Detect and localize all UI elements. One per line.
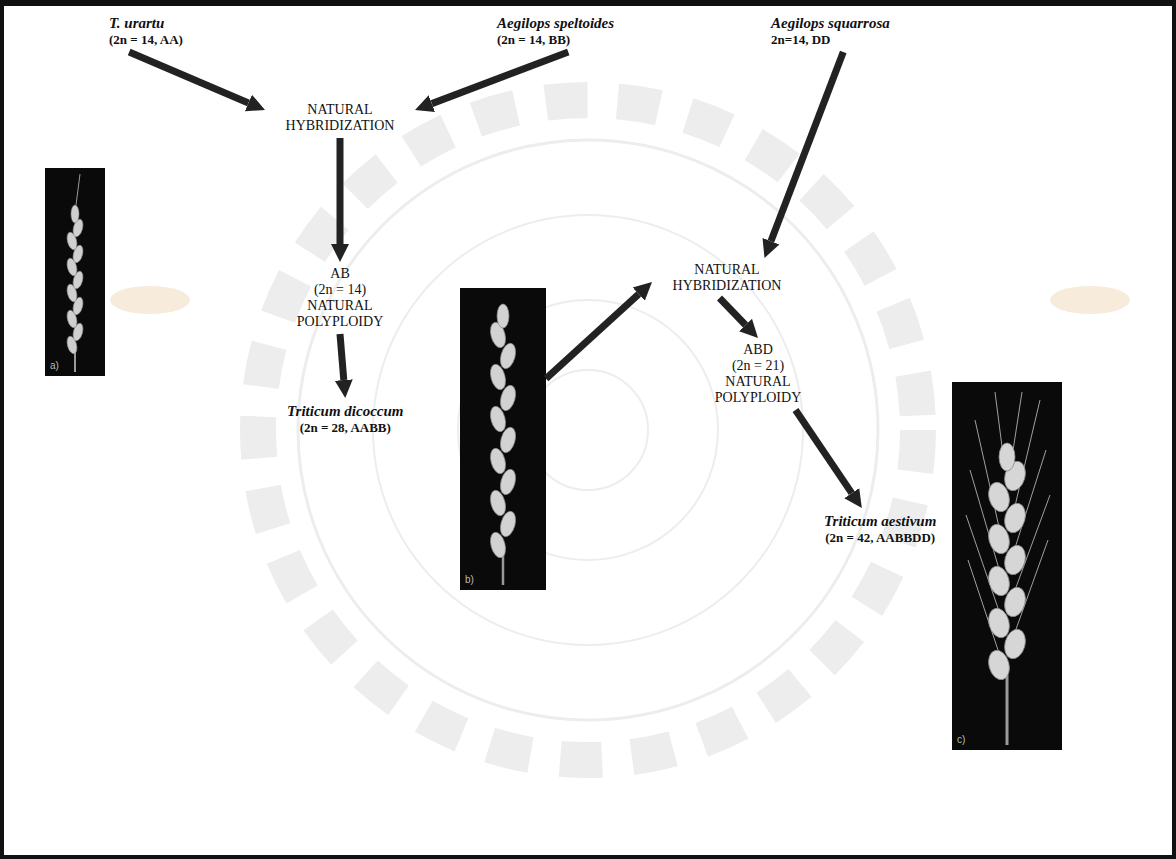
node-heading: b) [465,574,474,586]
watermark-blob [110,286,190,314]
wheat-spike-photo [952,382,1062,750]
process-label: NATURAL HYBRIDIZATION [265,98,415,138]
arrow-connector [129,52,248,103]
species-label: Triticum dicoccum(2n = 28, AABB) [282,398,409,440]
node-heading: c) [957,734,965,746]
arrow-connector [796,410,852,493]
node-heading: ABD [688,342,828,358]
node-text: (2n = 42, AABBDD) [824,530,936,546]
node-text: (2n = 14, AA) [109,32,183,48]
node-heading: Triticum dicoccum [287,402,404,420]
arrow-connector [340,334,344,380]
wheat-spike-photo [460,288,546,590]
node-text: (2n = 21) [688,358,828,374]
species-label: T. urartu(2n = 14, AA) [104,10,188,52]
process-label: NATURAL HYBRIDIZATION [652,258,802,298]
process-label: ABD(2n = 21)NATURAL POLYPLOIDY [683,338,833,410]
arrow-connector [432,52,568,104]
node-heading: NATURAL HYBRIDIZATION [657,262,797,294]
node-text: (2n = 14, BB) [497,32,614,48]
node-heading: Triticum aestivum [824,512,936,530]
arrow-connector [720,298,746,325]
process-label: AB(2n = 14)NATURAL POLYPLOIDY [265,262,415,334]
node-heading: NATURAL HYBRIDIZATION [270,102,410,134]
species-label: Aegilops squarrosa2n=14, DD [766,10,895,52]
photo-panel: a) [45,168,105,376]
node-text: (2n = 28, AABB) [287,420,404,436]
node-heading: Aegilops speltoides [497,14,614,32]
node-text: NATURAL POLYPLOIDY [688,374,828,406]
arrow-connector [546,294,639,378]
node-text: NATURAL POLYPLOIDY [270,298,410,330]
node-text: 2n=14, DD [771,32,890,48]
watermark-blob [1050,286,1130,314]
wheat-spike-photo [45,168,105,376]
species-label: Triticum aestivum(2n = 42, AABBDD) [819,508,941,550]
node-heading: T. urartu [109,14,183,32]
species-label: Aegilops speltoides(2n = 14, BB) [492,10,619,52]
photo-panel: b) [460,288,546,590]
arrow-connector [771,52,843,241]
arrow-connector [337,138,344,244]
node-text: (2n = 14) [270,282,410,298]
watermark-seal [258,100,918,760]
node-heading: AB [270,266,410,282]
photo-panel: c) [952,382,1062,750]
node-heading: Aegilops squarrosa [771,14,890,32]
node-heading: a) [50,360,59,372]
